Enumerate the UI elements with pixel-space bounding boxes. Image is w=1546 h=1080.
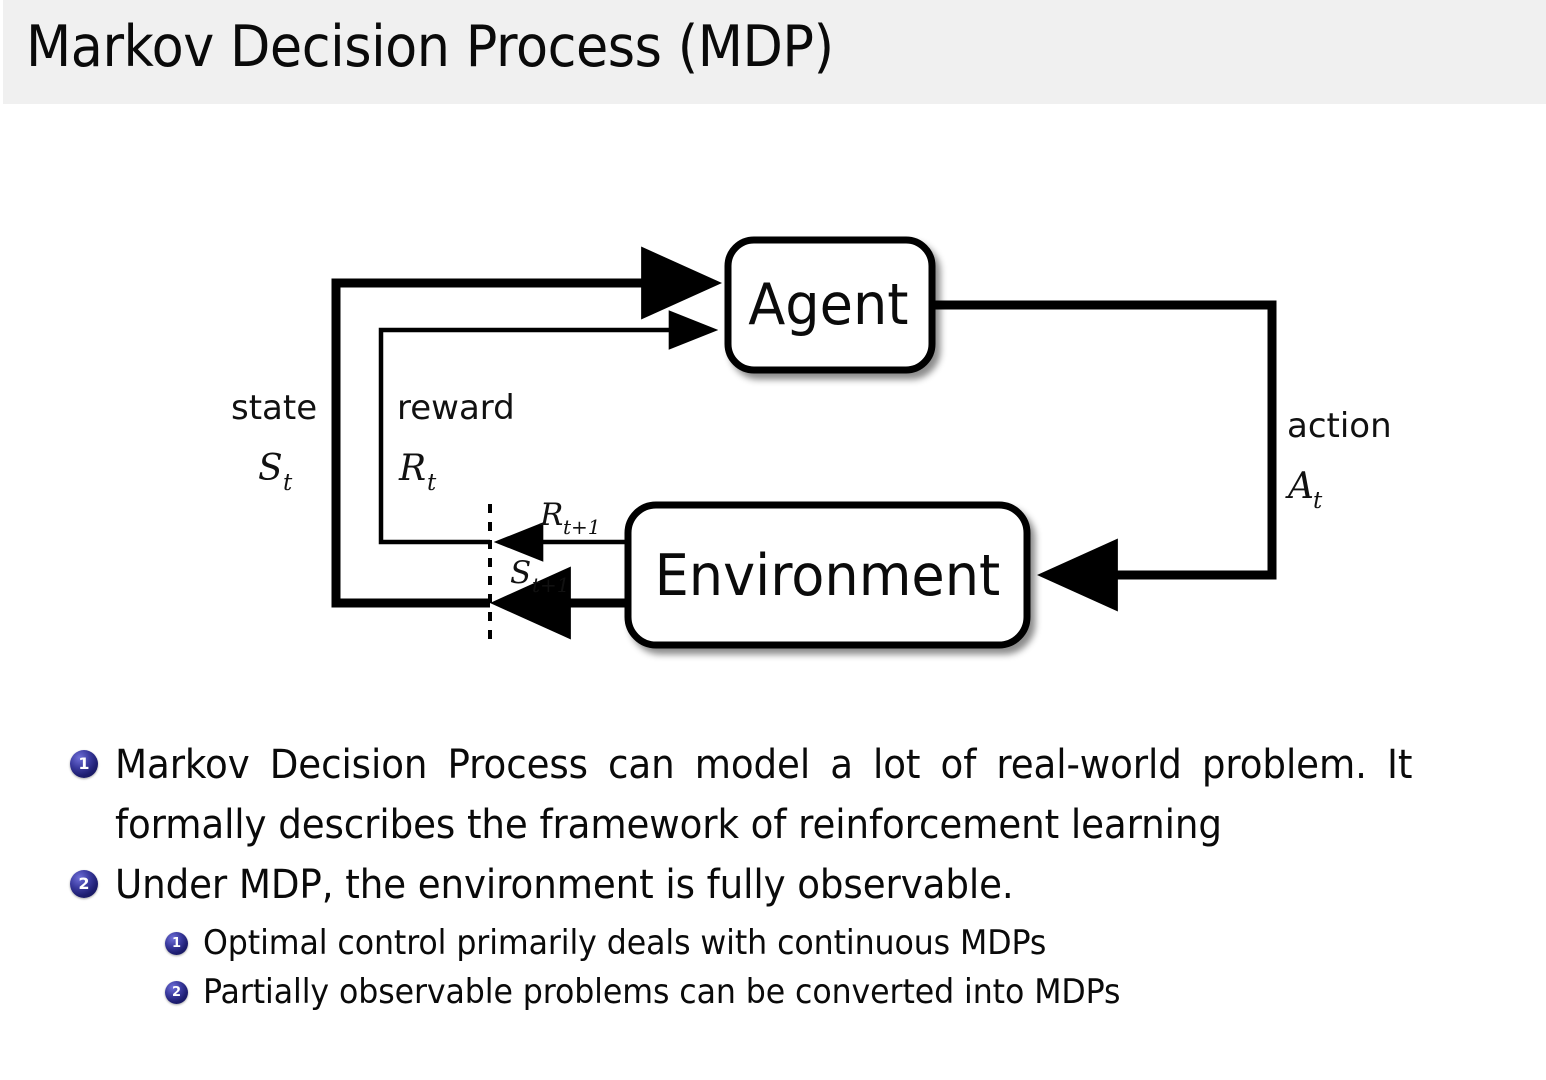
bullet-number-badge: 1 (70, 750, 98, 778)
list-item: 1 Markov Decision Process can model a lo… (70, 735, 1546, 855)
node-agent[interactable]: Agent (724, 236, 936, 374)
label-state-next: S t+1 (510, 555, 570, 597)
svg-text:state: state (231, 388, 317, 428)
svg-text:t: t (283, 470, 293, 496)
label-reward: reward R t (397, 388, 515, 496)
bullet-number-badge: 2 (165, 981, 188, 1004)
label-action: action A t (1285, 406, 1392, 514)
edge-reward-to-agent (378, 310, 719, 545)
svg-text:t: t (1313, 488, 1323, 514)
list-item-text: Under MDP, the environment is fully obse… (115, 862, 1014, 908)
sub-list-item: 2 Partially observable problems can be c… (165, 968, 1546, 1017)
sub-list: 1 Optimal control primarily deals with c… (165, 919, 1546, 1017)
bullet-list: 1 Markov Decision Process can model a lo… (0, 735, 1546, 1017)
bullet-number-badge: 2 (70, 870, 98, 898)
node-agent-label: Agent (748, 272, 908, 339)
svg-text:t+1: t+1 (563, 515, 601, 539)
label-state: state S t (231, 388, 317, 496)
node-environment-label: Environment (655, 543, 1001, 610)
list-item: 2 Under MDP, the environment is fully ob… (70, 855, 1546, 915)
edge-action-to-environment (932, 300, 1277, 612)
list-item-text: Markov Decision Process can model a lot … (115, 742, 1413, 848)
svg-text:action: action (1287, 406, 1392, 446)
edge-state-to-agent (331, 246, 723, 608)
slide-header-bar: Markov Decision Process (MDP) (0, 0, 1546, 104)
bullet-number-badge: 1 (165, 932, 188, 955)
sub-list-item-text: Partially observable problems can be con… (203, 972, 1121, 1012)
page-title: Markov Decision Process (MDP) (26, 14, 834, 80)
sub-list-item: 1 Optimal control primarily deals with c… (165, 919, 1546, 968)
svg-text:R: R (398, 448, 426, 489)
svg-text:A: A (1285, 466, 1314, 507)
svg-text:S: S (258, 448, 283, 489)
sub-list-item-text: Optimal control primarily deals with con… (203, 923, 1047, 963)
svg-text:reward: reward (397, 388, 515, 428)
svg-text:t+1: t+1 (532, 573, 570, 597)
mdp-diagram: Agent Environment state S t reward R t a… (0, 104, 1546, 694)
svg-text:R: R (539, 497, 563, 533)
svg-text:S: S (510, 555, 531, 591)
svg-text:t: t (427, 470, 437, 496)
label-reward-next: R t+1 (539, 497, 601, 539)
node-environment[interactable]: Environment (624, 501, 1031, 649)
